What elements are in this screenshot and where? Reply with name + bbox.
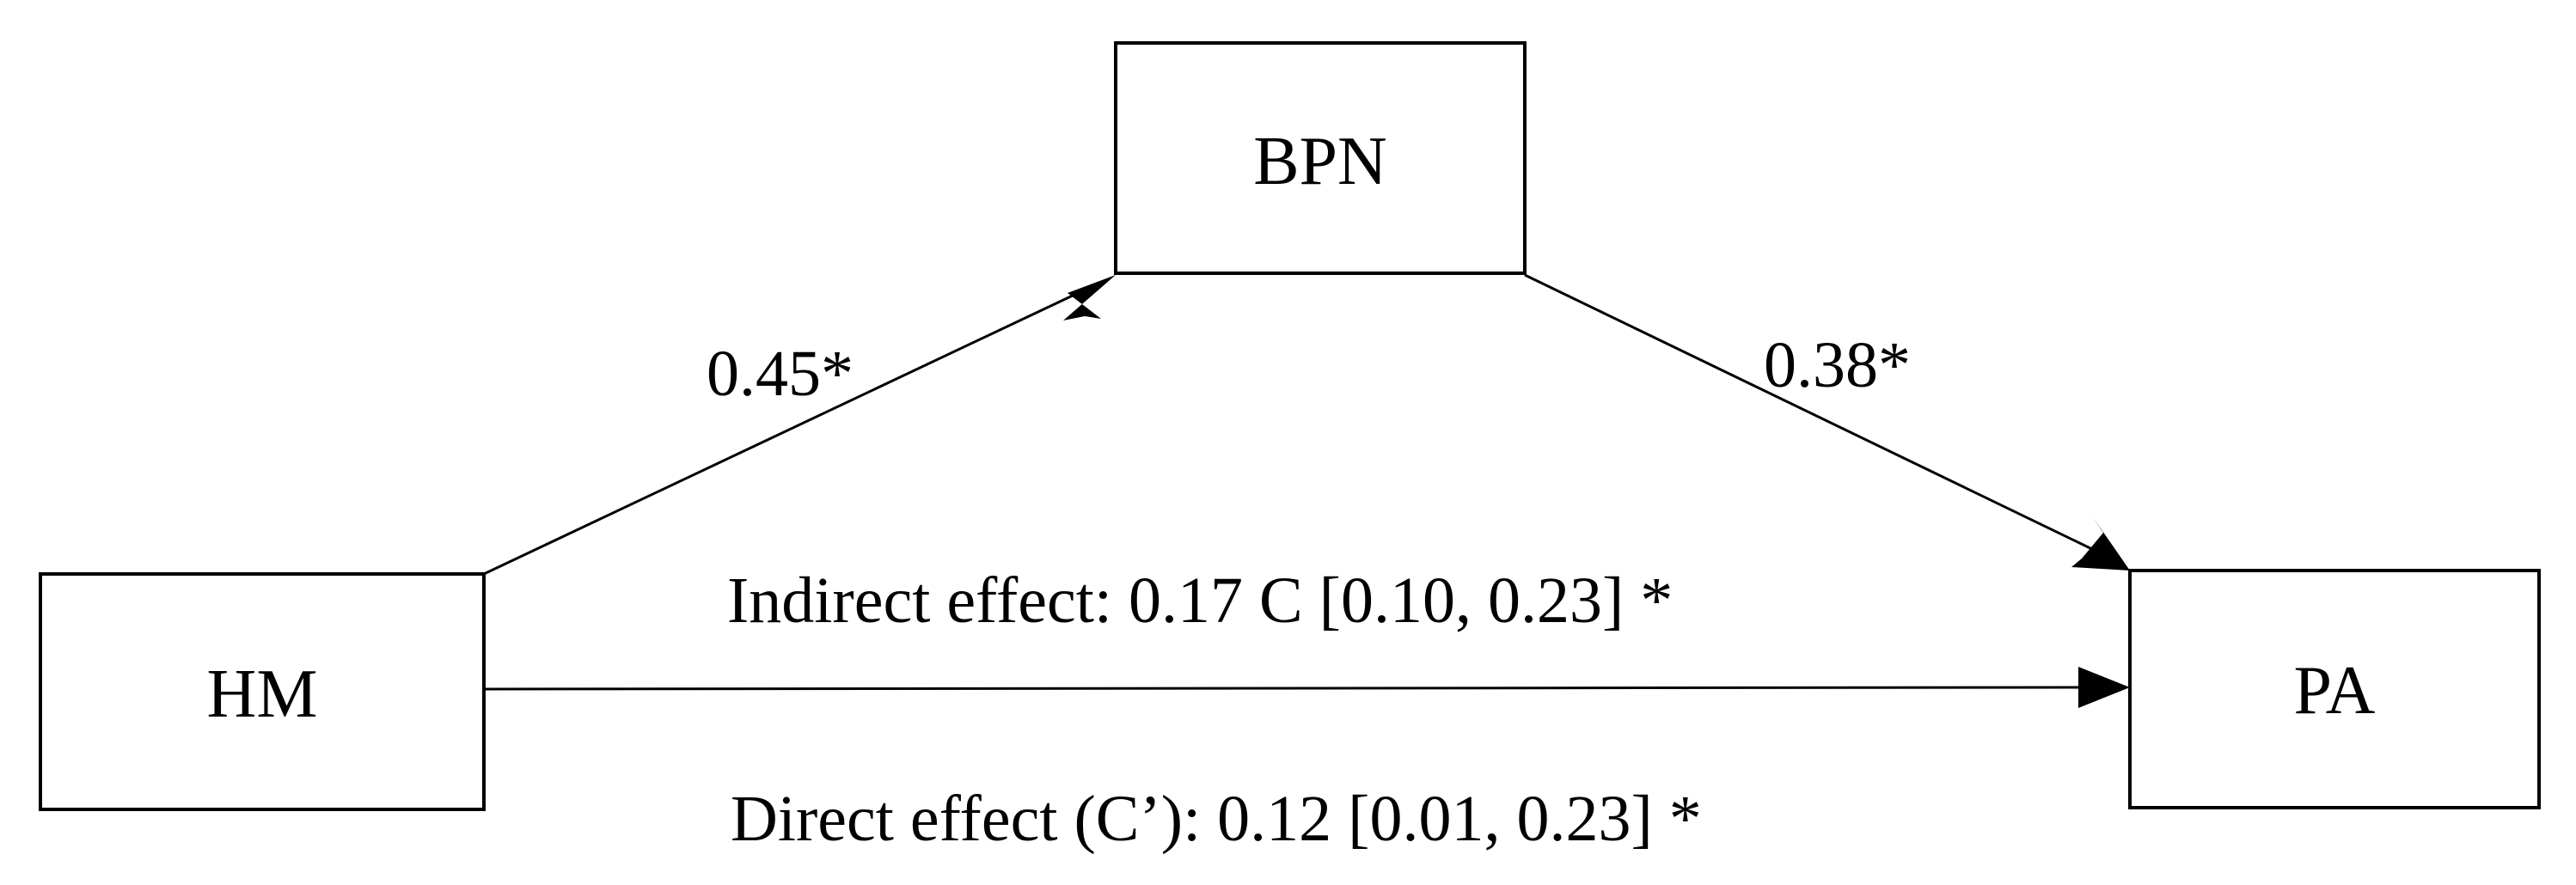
edge-hm-to-pa-arrowhead [2078,667,2130,708]
edge-hm-to-pa-line [483,686,2081,691]
edge-bpn-to-pa-line [1524,273,2095,552]
node-pa-box [2128,569,2541,809]
edge-hm-to-pa: Indirect effect: 0.17 C [0.10, 0.23] * D… [483,565,2130,855]
edge-hm-to-bpn-arrowhead [1063,275,1116,320]
node-bpn-box [1114,41,1527,275]
indirect-effect-label: Indirect effect: 0.17 C [0.10, 0.23] * [727,565,1673,637]
node-hm-box [39,572,486,811]
direct-effect-label: Direct effect (C’): 0.12 [0.01, 0.23] * [731,783,1702,855]
edge-bpn-to-pa: 0.38* [1524,273,2130,571]
node-bpn: BPN [1114,41,1527,275]
edge-bpn-to-pa-coefficient: 0.38* [1764,329,1911,401]
edge-hm-to-bpn: 0.45* [483,275,1116,576]
node-hm: HM [39,572,486,811]
node-pa-label: PA [2294,653,2376,729]
node-bpn-label: BPN [1253,124,1387,199]
edge-hm-to-bpn-coefficient: 0.45* [707,338,854,410]
edge-bpn-to-pa-arrowhead [2071,517,2130,571]
node-pa: PA [2128,569,2541,809]
node-hm-label: HM [207,656,318,732]
edge-hm-to-bpn-line [483,293,1075,576]
